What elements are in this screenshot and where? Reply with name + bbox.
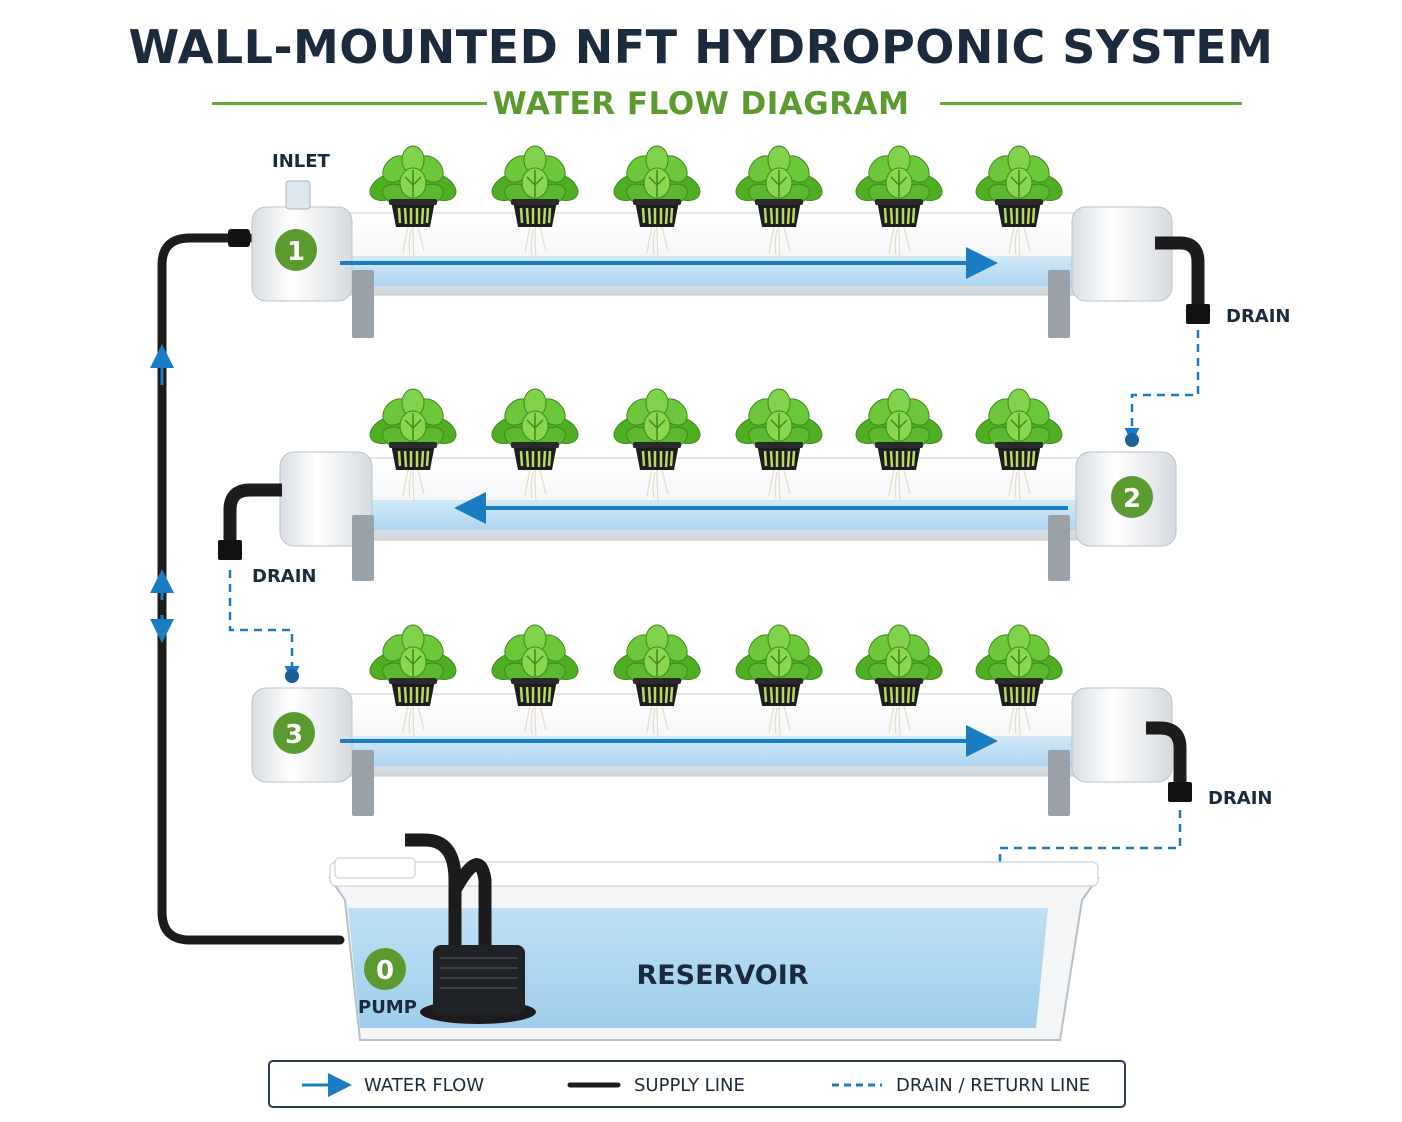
drain-label-2: DRAIN: [252, 566, 317, 587]
legend-swatches: [302, 1073, 882, 1097]
legend-supply-line: SUPPLY LINE: [634, 1075, 745, 1096]
drain-label-3: DRAIN: [1208, 788, 1273, 809]
subtitle-rule-left: [212, 102, 487, 105]
pump-icon: [405, 833, 536, 1024]
channel-3: [251, 687, 1192, 816]
page-title: WALL-MOUNTED NFT HYDROPONIC SYSTEM: [128, 20, 1274, 74]
channel-1-number: 1: [287, 237, 305, 267]
reservoir-label: RESERVOIR: [636, 960, 809, 991]
channel-3-number: 3: [285, 720, 303, 750]
legend-water-flow: WATER FLOW: [364, 1075, 485, 1096]
drain-label-1: DRAIN: [1226, 306, 1291, 327]
pump-number: 0: [376, 956, 394, 986]
page-subtitle: WATER FLOW DIAGRAM: [492, 86, 910, 122]
legend: WATER FLOW SUPPLY LINE DRAIN / RETURN LI…: [268, 1060, 1126, 1108]
subtitle-rule-right: [940, 102, 1242, 105]
channel-2: [218, 451, 1177, 581]
inlet-label: INLET: [272, 151, 330, 172]
pump-label: PUMP: [358, 997, 417, 1018]
legend-drain-return: DRAIN / RETURN LINE: [896, 1075, 1091, 1096]
badges: [273, 229, 1153, 990]
channel-1: [251, 180, 1210, 338]
channel-2-number: 2: [1123, 484, 1141, 514]
